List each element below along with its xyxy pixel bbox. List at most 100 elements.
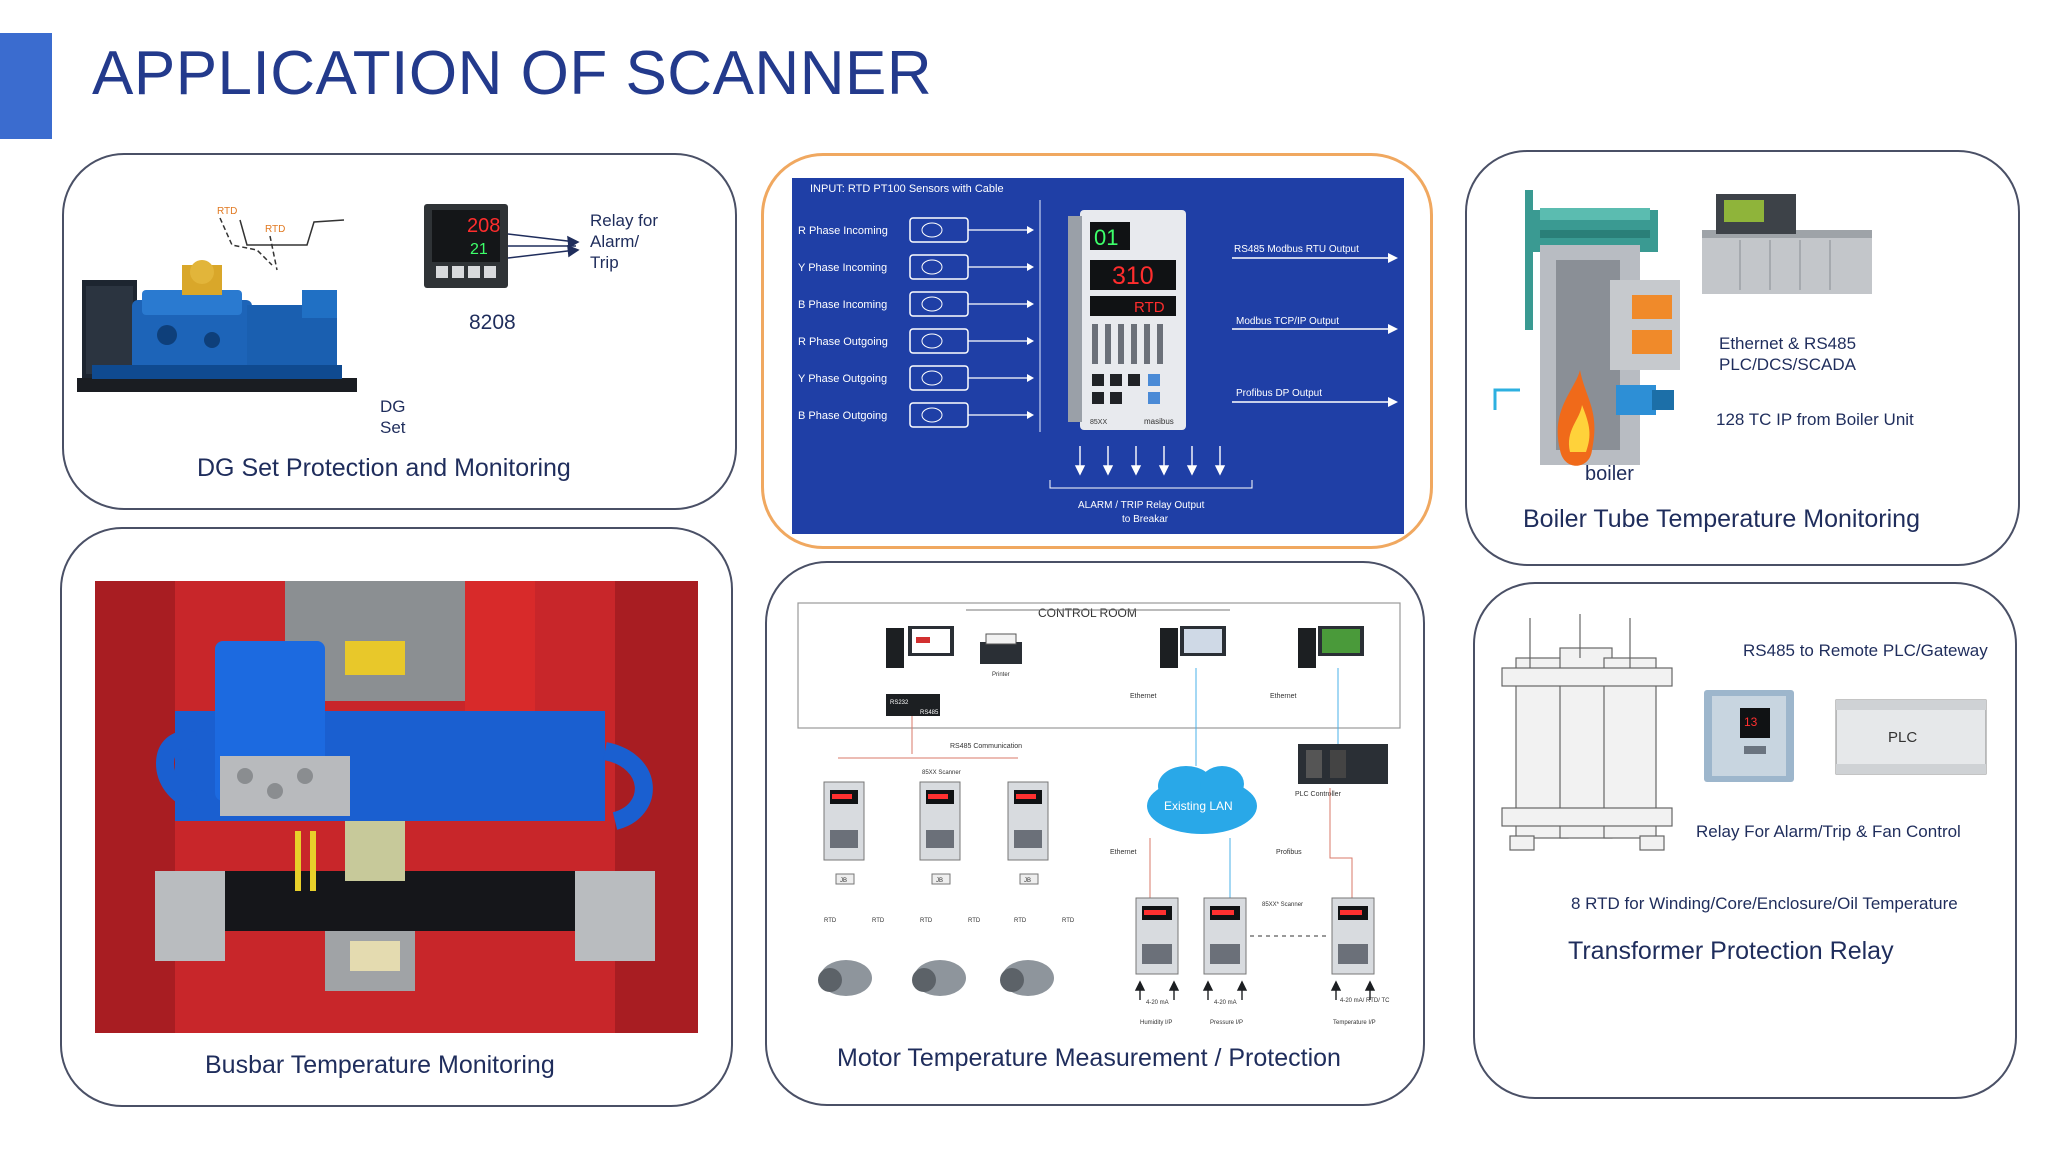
svg-text:01: 01	[1094, 225, 1118, 250]
svg-text:RTD: RTD	[824, 918, 837, 924]
rtd-scanner-diagram: INPUT: RTD PT100 Sensors with Cable R Ph…	[792, 178, 1404, 534]
busbar-caption: Busbar Temperature Monitoring	[205, 1051, 555, 1079]
lan-cloud-icon	[1147, 766, 1257, 834]
scanner-device	[823, 781, 865, 861]
svg-text:RTD: RTD	[1134, 299, 1165, 316]
scanner-device	[1007, 781, 1049, 861]
boiler-image: boiler	[1493, 190, 1680, 485]
phase-row: B Phase Outgoing	[798, 402, 1034, 428]
svg-text:Ethernet: Ethernet	[1110, 849, 1137, 856]
svg-text:Y Phase Outgoing: Y Phase Outgoing	[798, 373, 887, 385]
plc-controller-device	[1298, 744, 1388, 784]
svg-text:JB: JB	[936, 878, 943, 884]
eth-rs485-text-2: PLC/DCS/SCADA	[1719, 355, 1856, 374]
computer-icon	[886, 626, 954, 668]
scanner-device	[1203, 897, 1247, 975]
svg-text:PLC Controller: PLC Controller	[1295, 791, 1342, 798]
svg-text:208: 208	[467, 215, 500, 237]
input-title: INPUT: RTD PT100 Sensors with Cable	[810, 183, 1004, 195]
motor-caption: Motor Temperature Measurement / Protecti…	[837, 1044, 1341, 1072]
svg-text:13: 13	[1744, 715, 1758, 729]
generator-image	[77, 260, 357, 392]
svg-text:Existing LAN: Existing LAN	[1164, 799, 1233, 813]
svg-text:RTD: RTD	[872, 918, 885, 924]
svg-text:RS232: RS232	[890, 700, 909, 706]
svg-text:RTD: RTD	[920, 918, 933, 924]
scanner-device	[1135, 897, 1179, 975]
svg-text:4-20 mA: 4-20 mA	[1214, 1000, 1237, 1006]
svg-text:85XX* Scanner: 85XX* Scanner	[1262, 902, 1303, 908]
svg-text:RS485 Communication: RS485 Communication	[950, 743, 1022, 750]
relay-device: 13	[1704, 690, 1794, 782]
phase-row: Y Phase Outgoing	[798, 365, 1034, 391]
page-title: APPLICATION OF SCANNER	[92, 39, 933, 108]
plc-device: PLC	[1835, 699, 1987, 775]
svg-text:Pressure I/P: Pressure I/P	[1210, 1020, 1243, 1026]
motor-icon	[818, 960, 872, 996]
svg-text:JB: JB	[840, 878, 847, 884]
ethernet-label: Ethernet	[1130, 693, 1157, 700]
computer-icon	[1298, 626, 1364, 668]
svg-text:85XX Scanner: 85XX Scanner	[922, 770, 961, 776]
svg-text:Humidity I/P: Humidity I/P	[1140, 1020, 1172, 1026]
rtd-winding-text: 8 RTD for Winding/Core/Enclosure/Oil Tem…	[1571, 894, 1958, 913]
phase-row: B Phase Incoming	[798, 291, 1034, 317]
svg-text:R Phase Incoming: R Phase Incoming	[798, 225, 888, 237]
svg-text:R Phase Outgoing: R Phase Outgoing	[798, 336, 888, 348]
svg-text:RS485: RS485	[920, 710, 939, 716]
alarm-label-2: to Breakar	[1122, 514, 1169, 525]
rs485-remote-text: RS485 to Remote PLC/Gateway	[1743, 641, 1988, 660]
svg-text:PLC: PLC	[1888, 729, 1917, 746]
svg-text:310: 310	[1112, 262, 1154, 290]
ethernet-label: Ethernet	[1270, 693, 1297, 700]
dg-set-illustration: RTD RTD 208 21	[77, 204, 580, 392]
transformer-illustration: 13 PLC	[1501, 614, 1987, 851]
svg-text:21: 21	[470, 241, 488, 258]
alarm-label-1: ALARM / TRIP Relay Output	[1078, 500, 1205, 511]
dg-set-text-1: DG	[380, 397, 406, 416]
boiler-tc-text: 128 TC IP from Boiler Unit	[1716, 410, 1914, 429]
svg-text:masibus: masibus	[1144, 417, 1174, 426]
rtd-label-1: RTD	[217, 206, 237, 217]
phase-row: Y Phase Incoming	[798, 254, 1034, 280]
svg-text:85XX: 85XX	[1090, 419, 1107, 426]
output-label-1: RS485 Modbus RTU Output	[1234, 244, 1359, 255]
svg-text:4-20 mA: 4-20 mA	[1146, 1000, 1169, 1006]
relay-text-2: Alarm/	[590, 232, 640, 251]
svg-text:4-20 mA/ RTD/ TC: 4-20 mA/ RTD/ TC	[1340, 998, 1390, 1004]
svg-text:boiler: boiler	[1585, 463, 1634, 485]
relay-alarm-text: Relay For Alarm/Trip & Fan Control	[1696, 822, 1961, 841]
motor-icon	[912, 960, 966, 996]
eth-rs485-text-1: Ethernet & RS485	[1719, 334, 1857, 353]
boiler-illustration: boiler	[1493, 190, 1872, 485]
relay-text-3: Trip	[590, 253, 619, 272]
svg-text:RTD: RTD	[1014, 918, 1027, 924]
title-accent-bar	[0, 33, 52, 139]
svg-text:RTD: RTD	[1062, 918, 1075, 924]
svg-text:Y Phase Incoming: Y Phase Incoming	[798, 262, 887, 274]
transformer-caption: Transformer Protection Relay	[1568, 937, 1894, 965]
dg-set-text-2: Set	[380, 418, 406, 437]
output-label-3: Profibus DP Output	[1236, 388, 1322, 399]
relay-text-1: Relay for	[590, 211, 659, 230]
control-room-label: CONTROL ROOM	[1038, 606, 1137, 620]
svg-text:JB: JB	[1024, 878, 1031, 884]
svg-text:Profibus: Profibus	[1276, 849, 1302, 856]
scanner-device	[919, 781, 961, 861]
scanner-8208-device: 208 21	[424, 204, 508, 288]
device-model-label: 8208	[469, 311, 516, 334]
scanner-85xx-device: 01 310 RTD 85XX masibus	[1068, 210, 1186, 430]
motor-icon	[1000, 960, 1054, 996]
computer-icon	[1160, 626, 1226, 668]
printer-icon	[980, 633, 1022, 664]
scanner-device	[1331, 897, 1375, 975]
plc-rack-image	[1702, 194, 1872, 294]
svg-text:Printer: Printer	[992, 672, 1010, 678]
motor-network-diagram: CONTROL ROOM Printer RS232 RS485 Etherne…	[797, 602, 1401, 1026]
boiler-caption: Boiler Tube Temperature Monitoring	[1523, 505, 1920, 533]
svg-text:RTD: RTD	[968, 918, 981, 924]
rtd-label-2: RTD	[265, 224, 285, 235]
dg-set-caption: DG Set Protection and Monitoring	[197, 454, 571, 482]
output-label-2: Modbus TCP/IP Output	[1236, 316, 1339, 327]
busbar-photo	[95, 581, 698, 1033]
